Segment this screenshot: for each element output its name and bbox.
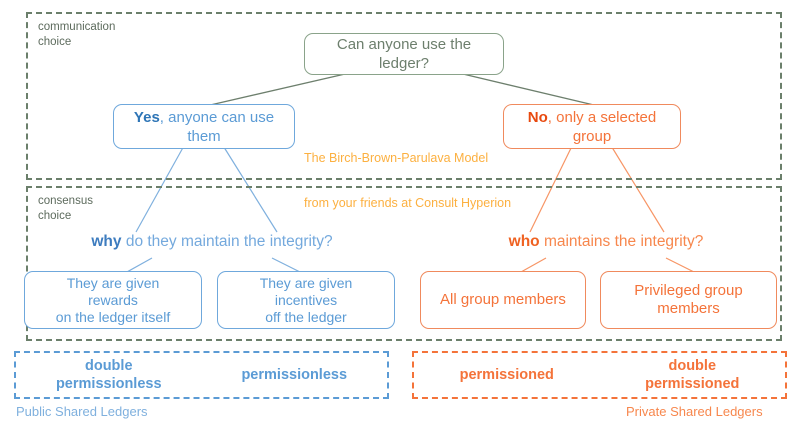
node-answer-all-group-members[interactable]: All group members [420,271,586,329]
node-root-question[interactable]: Can anyone use the ledger? [304,33,504,75]
node-answer-privileged-group-members-text: Privileged group members [634,282,743,317]
question-who-bold: who [508,233,540,250]
node-branch-yes-bold: Yes [133,108,160,126]
question-why-bold: why [91,233,122,250]
section-consensus-label: consensus choice [38,195,93,222]
question-why-rest: do they maintain the integrity? [121,233,333,250]
node-branch-yes-rest: , anyone can use them [159,108,275,145]
section-communication-label: communication choice [38,21,116,48]
node-answer-rewards-on-ledger[interactable]: They are given rewards on the ledger its… [24,271,202,329]
node-answer-incentives-off-ledger[interactable]: They are given incentives off the ledger [217,271,395,329]
caption-public-shared-ledgers: Public Shared Ledgers [16,404,148,419]
section-consensus-choice [26,186,782,341]
result-cell-permissionless: permissionless [241,367,348,383]
result-cell-double-permissionless: double permissionless [55,358,162,392]
question-why: why do they maintain the integrity? [62,233,362,251]
question-who: who maintains the integrity? [466,233,746,251]
node-answer-all-group-members-text: All group members [440,291,566,308]
annotation-model-subtitle: from your friends at Consult Hyperion [304,196,512,210]
question-who-rest: maintains the integrity? [539,233,704,250]
result-cell-double-permissioned: double permissioned [645,358,740,392]
node-branch-yes-text: Yes, anyone can use them [122,108,286,146]
result-cell-permissioned: permissioned [459,367,554,383]
caption-private-shared-ledgers: Private Shared Ledgers [626,404,763,419]
node-branch-no-text: No, only a selected group [512,108,672,146]
result-strip-private: permissioned double permissioned [412,351,787,399]
node-answer-privileged-group-members[interactable]: Privileged group members [600,271,777,329]
node-branch-no-bold: No [527,108,548,126]
node-answer-incentives-off-ledger-text: They are given incentives off the ledger [259,274,353,325]
node-branch-no-rest: , only a selected group [547,108,657,145]
node-branch-yes[interactable]: Yes, anyone can use them [113,104,295,149]
node-root-text: Can anyone use the ledger? [336,36,472,72]
node-answer-rewards-on-ledger-text: They are given rewards on the ledger its… [55,274,171,325]
section-communication-choice [26,12,782,180]
result-strip-public: double permissionless permissionless [14,351,389,399]
annotation-model-title: The Birch-Brown-Parulava Model [304,151,489,165]
node-branch-no[interactable]: No, only a selected group [503,104,681,149]
